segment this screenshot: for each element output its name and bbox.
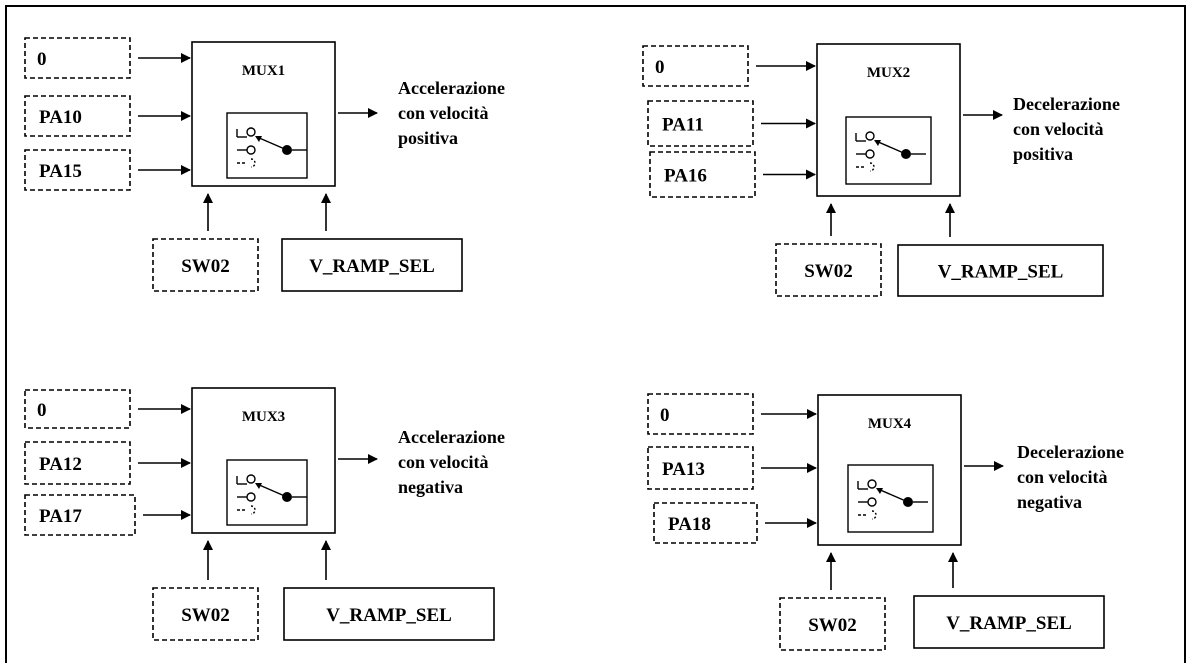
mux-title: MUX4 [868, 416, 912, 432]
input-label: PA11 [662, 115, 704, 136]
input-box [647, 393, 754, 435]
output-label: Decelerazione [1017, 442, 1124, 462]
select-box [897, 244, 1104, 297]
output-label: negativa [1017, 492, 1082, 512]
select-label: SW02 [804, 261, 853, 282]
mux-title: MUX3 [242, 409, 285, 425]
input-label: PA16 [664, 166, 707, 187]
switch-box [226, 459, 308, 526]
select-label: V_RAMP_SEL [938, 262, 1064, 283]
input-box [653, 502, 758, 544]
switch-box [845, 116, 932, 185]
output-label: Accelerazione [398, 427, 505, 447]
input-box [649, 151, 756, 198]
input-box [24, 494, 136, 536]
output-label: con velocità [398, 452, 488, 472]
switch-icon [857, 479, 928, 520]
output-label: con velocità [398, 103, 488, 123]
input-label: 0 [37, 400, 47, 421]
mux-title: MUX1 [242, 63, 285, 79]
select-label: SW02 [181, 256, 230, 277]
output-label: positiva [1013, 144, 1073, 164]
input-box [642, 45, 749, 87]
select-label: V_RAMP_SEL [326, 605, 452, 626]
select-label: SW02 [181, 605, 230, 626]
input-label: PA12 [39, 454, 82, 475]
output-label: con velocità [1013, 119, 1103, 139]
output-label: negativa [398, 477, 463, 497]
select-box [281, 238, 463, 292]
input-box [24, 389, 131, 429]
switch-icon [855, 131, 926, 172]
select-box [775, 243, 882, 297]
input-label: 0 [37, 49, 47, 70]
output-label: Accelerazione [398, 78, 505, 98]
input-label: PA18 [668, 514, 711, 535]
input-label: PA17 [39, 506, 82, 527]
switch-box [847, 464, 934, 533]
mux-title: MUX2 [867, 65, 910, 81]
input-box [24, 441, 131, 485]
switch-box [226, 112, 308, 179]
output-label: con velocità [1017, 467, 1107, 487]
select-label: SW02 [808, 615, 857, 636]
select-label: V_RAMP_SEL [309, 256, 435, 277]
output-label: positiva [398, 128, 458, 148]
switch-icon [236, 474, 307, 515]
input-box [24, 149, 131, 191]
select-box [152, 587, 259, 641]
output-label: Decelerazione [1013, 94, 1120, 114]
select-box [152, 238, 259, 292]
select-box [913, 595, 1105, 649]
input-box [647, 100, 754, 147]
input-label: PA10 [39, 107, 82, 128]
select-label: V_RAMP_SEL [946, 613, 1072, 634]
input-label: 0 [660, 405, 670, 426]
input-label: 0 [655, 57, 665, 78]
input-box [647, 446, 754, 490]
diagram-frame [5, 5, 1186, 663]
select-box [779, 597, 886, 651]
input-label: PA13 [662, 459, 705, 480]
input-box [24, 95, 131, 137]
switch-icon [236, 127, 307, 168]
input-label: PA15 [39, 161, 82, 182]
select-box [283, 587, 495, 641]
input-box [24, 37, 131, 79]
